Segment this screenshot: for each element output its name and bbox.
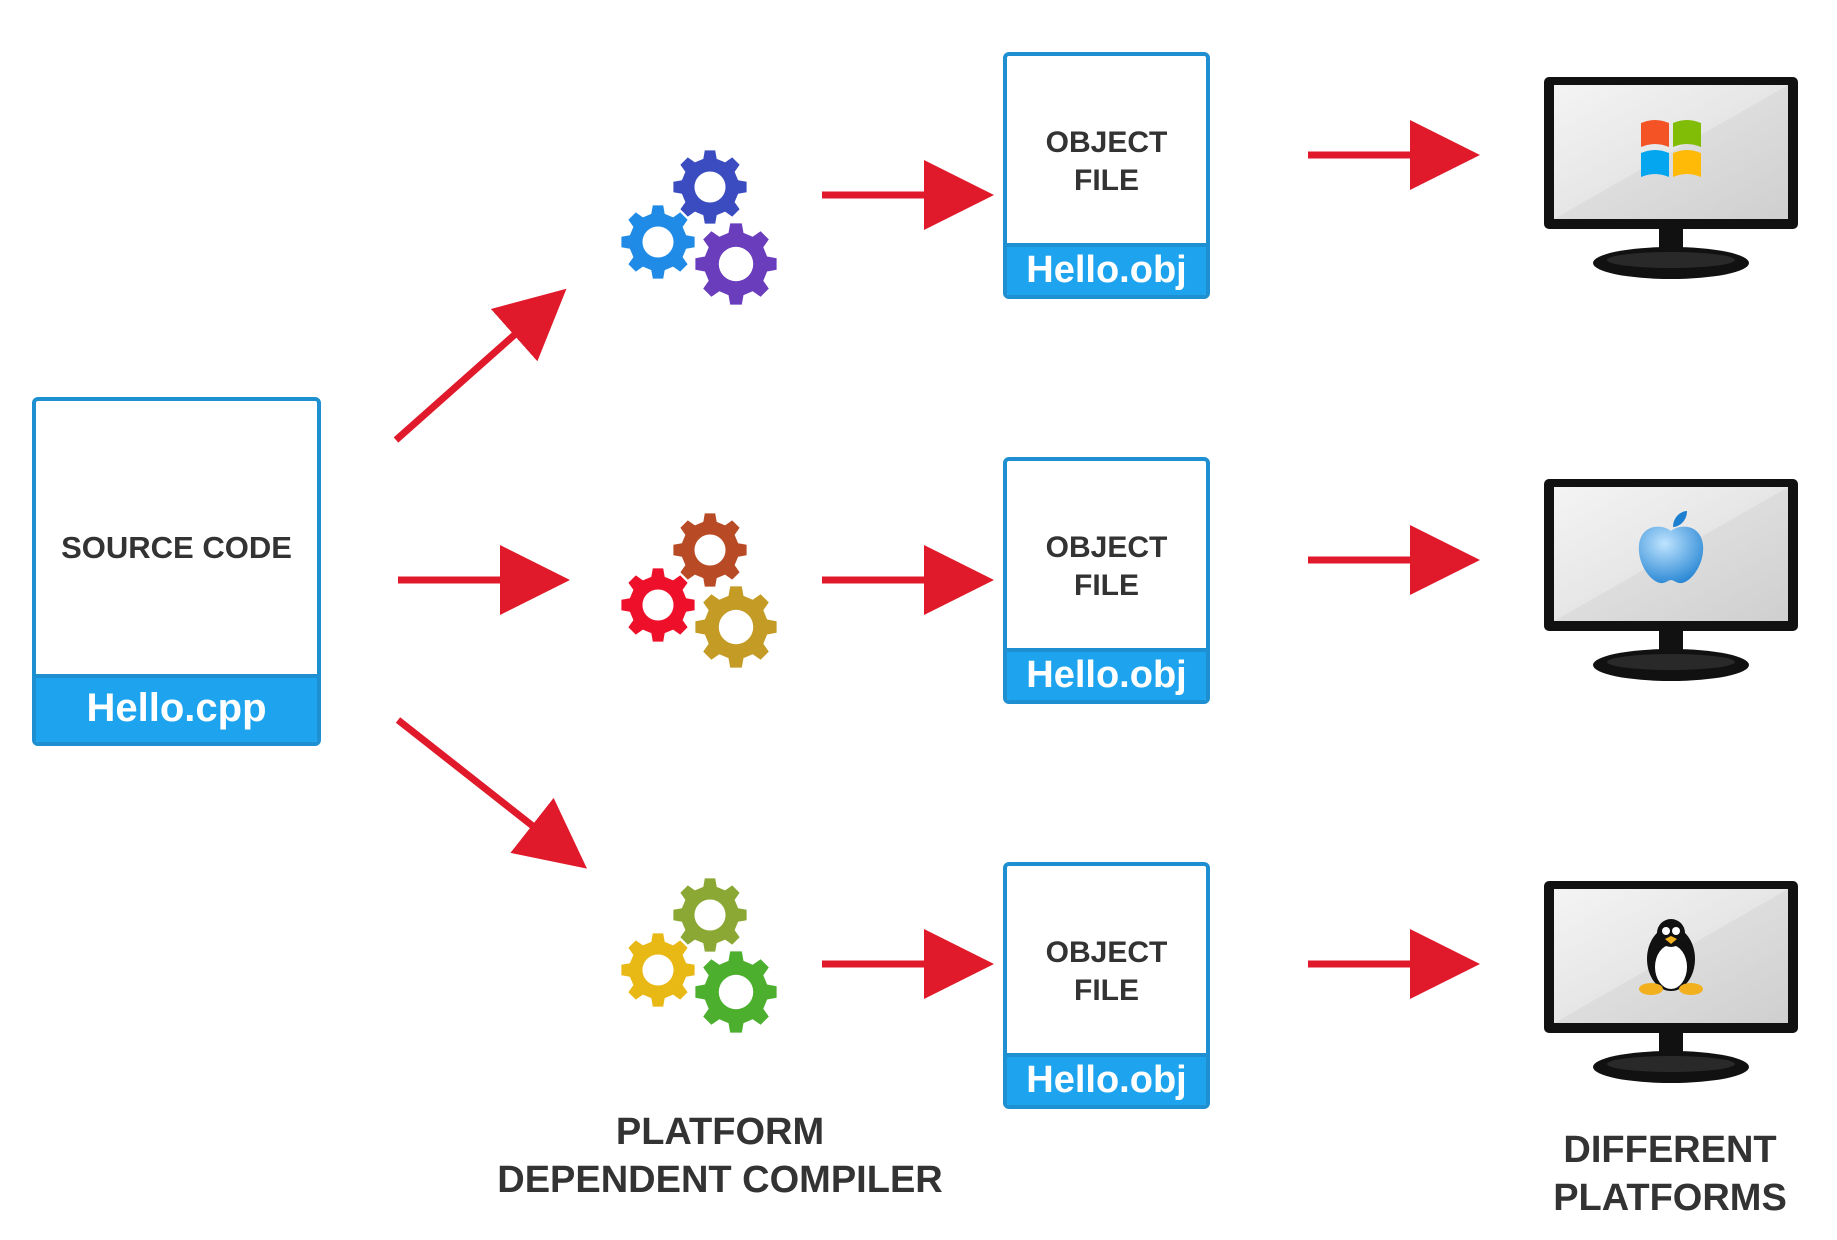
object-file-line1: OBJECT (1045, 531, 1168, 564)
platform-monitors (1544, 77, 1798, 1083)
gear-left-icon (621, 205, 695, 279)
windows-logo-icon (1641, 120, 1701, 177)
gears-icon (621, 513, 777, 668)
object-file-1: OBJECT FILE Hello.obj (1003, 52, 1210, 299)
object-file-title: OBJECT FILE (1007, 124, 1206, 200)
gear-right-icon (695, 223, 777, 305)
arrows-source-to-compilers (393, 288, 588, 869)
platforms-label-line2: PLATFORMS (1553, 1177, 1787, 1219)
gears-icon (621, 878, 777, 1033)
monitor-icon (1544, 881, 1798, 1083)
compiler-label-line1: PLATFORM (615, 1111, 825, 1153)
source-code-title: SOURCE CODE (61, 530, 292, 565)
object-file-title: OBJECT FILE (1007, 529, 1206, 605)
arrow-source-to-compiler-3 (395, 717, 588, 869)
object-filename: Hello.obj (1007, 243, 1206, 295)
object-filename: Hello.obj (1007, 1053, 1206, 1105)
arrow-source-to-compiler-1 (393, 288, 567, 443)
gear-top-icon (673, 878, 747, 952)
object-file-3: OBJECT FILE Hello.obj (1003, 862, 1210, 1109)
gear-top-icon (673, 150, 747, 224)
gear-left-icon (621, 933, 695, 1007)
linux-tux-icon (1639, 919, 1703, 995)
source-filename: Hello.cpp (36, 674, 317, 742)
source-code-file: SOURCE CODE Hello.cpp (32, 397, 321, 746)
gear-top-icon (673, 513, 747, 587)
compiler-label-line2: DEPENDENT COMPILER (497, 1159, 943, 1201)
object-file-line1: OBJECT (1045, 126, 1168, 159)
object-file-line2: FILE (1074, 164, 1139, 197)
gear-right-icon (695, 951, 777, 1033)
platforms-label-line1: DIFFERENT (1563, 1129, 1777, 1171)
gear-right-icon (695, 586, 777, 668)
compiler-gears (621, 150, 777, 1033)
object-filename: Hello.obj (1007, 648, 1206, 700)
gear-left-icon (621, 568, 695, 642)
object-file-line1: OBJECT (1045, 936, 1168, 969)
object-file-line2: FILE (1074, 974, 1139, 1007)
object-file-2: OBJECT FILE Hello.obj (1003, 457, 1210, 704)
arrows-object-to-platform (1308, 120, 1480, 999)
monitor-icon (1544, 479, 1798, 681)
arrows-compiler-to-object (822, 160, 994, 999)
compiler-label: PLATFORM DEPENDENT COMPILER (440, 1108, 1000, 1204)
apple-logo-icon (1638, 511, 1704, 584)
monitor-icon (1544, 77, 1798, 279)
platforms-label: DIFFERENT PLATFORMS (1510, 1126, 1830, 1222)
object-file-line2: FILE (1074, 569, 1139, 602)
gears-icon (621, 150, 777, 305)
object-file-title: OBJECT FILE (1007, 934, 1206, 1010)
